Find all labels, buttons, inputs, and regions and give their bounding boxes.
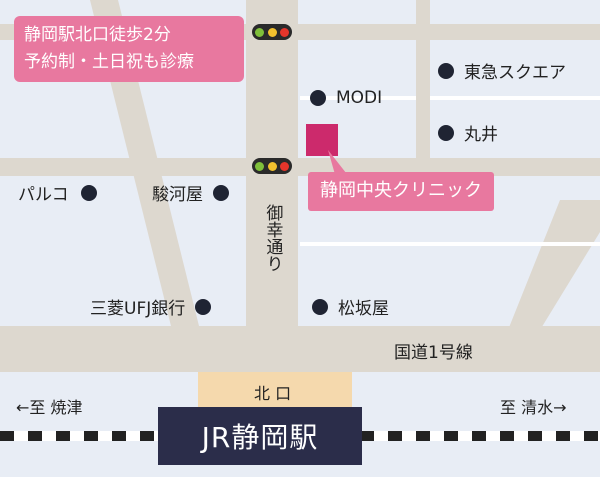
railway-track-right <box>360 431 600 441</box>
road-vertical-right <box>416 0 430 176</box>
direction-yaizu: ←至 焼津 <box>16 398 83 417</box>
road-middle <box>0 158 600 176</box>
railway-track-left <box>0 431 160 441</box>
landmark-label: 駿河屋 <box>152 185 203 205</box>
traffic-signal-icon <box>252 24 292 40</box>
landmark-dot-icon <box>310 90 326 106</box>
signal-lamp-green <box>255 161 265 171</box>
road-lane-lower <box>300 242 600 246</box>
signal-lamp-red <box>279 161 289 171</box>
landmark-dot-icon <box>195 298 212 315</box>
landmark-dot-icon <box>213 184 229 201</box>
road-name-route-1: 国道1号線 <box>394 343 473 363</box>
north-exit-plaza <box>198 372 352 408</box>
landmark-label: パルコ <box>18 185 69 205</box>
direction-shimizu: 至 清水→ <box>500 398 567 417</box>
signal-lamp-green <box>255 27 265 37</box>
road-name-miyuki-dori: 御幸通り <box>262 204 283 272</box>
clinic-info-badge: 静岡駅北口徒歩2分 予約制・土日祝も診療 <box>14 16 244 83</box>
signal-lamp-red <box>279 27 289 37</box>
landmark-dot-icon <box>312 298 328 315</box>
landmark-label: 丸井 <box>464 125 498 145</box>
landmark-modi: MODI <box>310 88 382 108</box>
landmark-label: 東急スクエア <box>464 63 566 83</box>
landmark-dot-icon <box>438 124 454 141</box>
road-lane-right <box>300 96 600 100</box>
landmark-marui: 丸井 <box>438 120 498 145</box>
north-exit-label: 北 口 <box>254 384 292 403</box>
clinic-marker-icon <box>306 124 338 156</box>
signal-lamp-yellow <box>267 161 277 171</box>
road-national-route-1 <box>0 326 600 372</box>
clinic-pointer <box>328 150 350 178</box>
landmark-label: 三菱UFJ銀行 <box>90 299 186 319</box>
landmark-label: 松坂屋 <box>338 299 389 319</box>
landmark-mufj-bank: 三菱UFJ銀行 <box>90 294 212 319</box>
diagonal-road-right <box>508 200 600 330</box>
traffic-signal-icon <box>252 158 292 174</box>
info-line-hours: 予約制・土日祝も診療 <box>24 52 194 73</box>
signal-lamp-yellow <box>267 27 277 37</box>
landmark-label: MODI <box>336 88 383 108</box>
landmark-dot-icon <box>438 62 454 79</box>
landmark-sungaya: 駿河屋 <box>152 180 229 205</box>
landmark-tokyu-square: 東急スクエア <box>438 58 566 83</box>
info-line-access: 静岡駅北口徒歩2分 <box>24 25 171 45</box>
landmark-dot-icon <box>80 184 97 201</box>
landmark-matsuzakaya: 松坂屋 <box>312 294 389 319</box>
jr-shizuoka-station: JR静岡駅 <box>158 407 362 465</box>
clinic-name-label: 静岡中央クリニック <box>308 172 494 211</box>
landmark-parco: パルコ <box>18 180 97 205</box>
